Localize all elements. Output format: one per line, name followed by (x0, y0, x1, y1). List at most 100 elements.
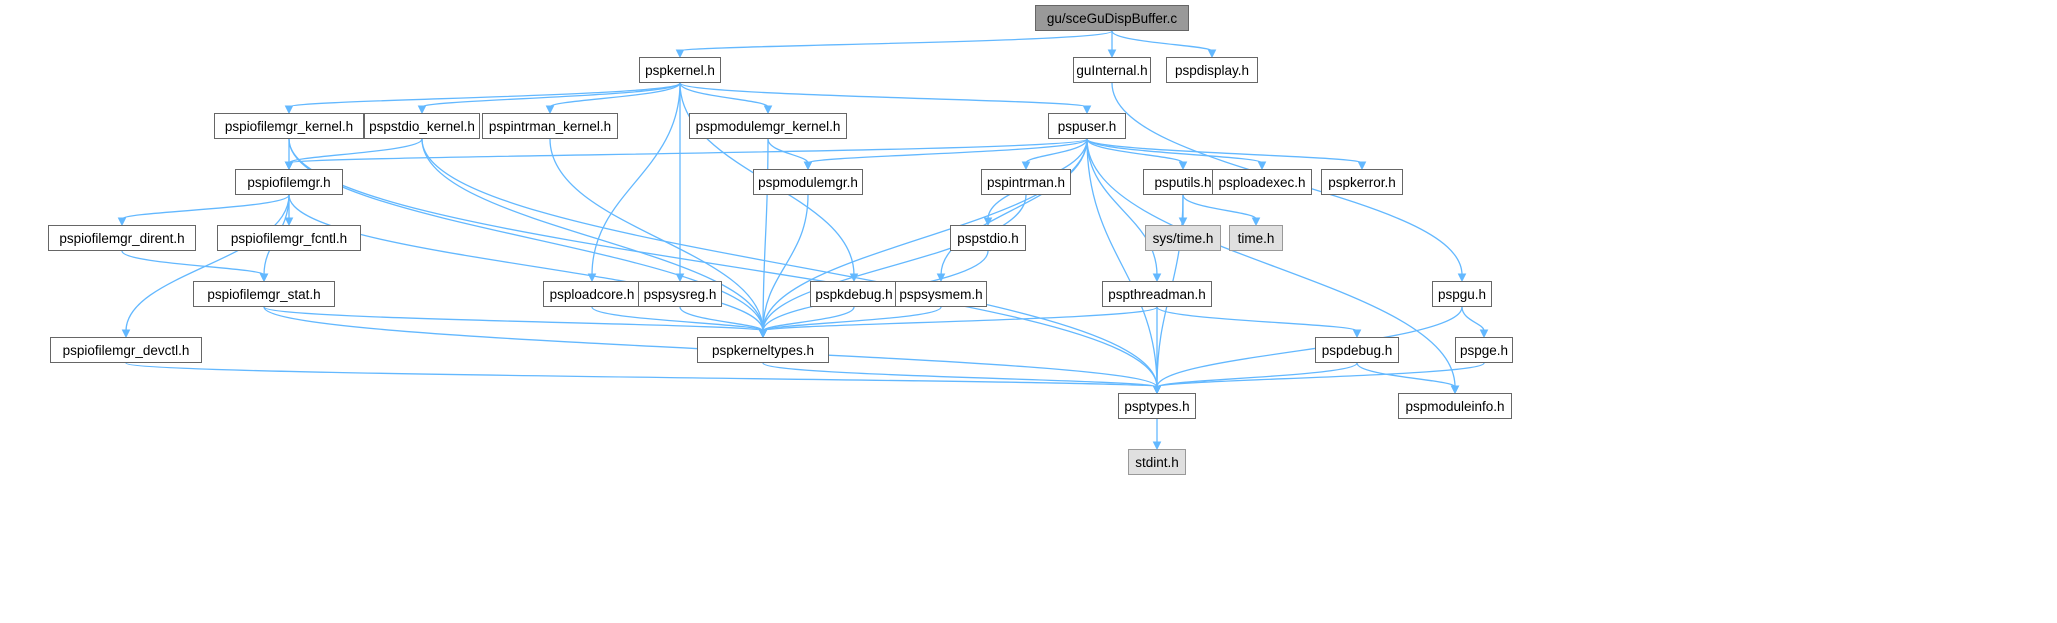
edge-line (1086, 138, 1184, 164)
edge-line (679, 82, 1088, 108)
edge-root-to-pspdisplay (1111, 30, 1217, 59)
edge-arrowhead (1352, 329, 1362, 339)
edge-arrowhead (417, 105, 427, 115)
edge-pspthreadman-to-pspdebug (1156, 306, 1362, 339)
node-pspthreadman[interactable]: pspthreadman.h (1102, 281, 1212, 307)
node-pspge[interactable]: pspge.h (1455, 337, 1513, 363)
node-pspkerneltypes[interactable]: pspkerneltypes.h (697, 337, 829, 363)
edge-arrowhead (758, 329, 768, 339)
edge-pspgu-to-psptypes (1152, 306, 1463, 395)
edge-arrowhead (763, 105, 773, 115)
edge-pspgu-to-pspge (1461, 306, 1489, 339)
edge-line (1086, 138, 1456, 388)
node-guinternal[interactable]: guInternal.h (1073, 57, 1151, 83)
node-psptypes[interactable]: psptypes.h (1118, 393, 1196, 419)
edge-line (263, 306, 764, 332)
node-pspiofilemgr[interactable]: pspiofilemgr.h (235, 169, 343, 195)
edge-pspiofilemgr-devctl-to-psptypes (125, 362, 1162, 395)
node-pspdebug[interactable]: pspdebug.h (1315, 337, 1399, 363)
edge-line (121, 194, 290, 220)
node-pspiofilemgr-fcntl[interactable]: pspiofilemgr_fcntl.h (217, 225, 361, 251)
edge-pspiofilemgr-to-pspiofilemgr-dirent (117, 194, 290, 227)
edge-line (288, 82, 681, 108)
edge-line (121, 250, 265, 276)
node-root: gu/sceGuDispBuffer.c (1035, 5, 1189, 31)
node-pspiofilemgr-devctl[interactable]: pspiofilemgr_devctl.h (50, 337, 202, 363)
edge-arrowhead (1479, 329, 1489, 339)
node-pspgu[interactable]: pspgu.h (1432, 281, 1492, 307)
edge-line (679, 306, 764, 332)
edge-arrowhead (121, 329, 131, 339)
edge-line (807, 138, 1088, 164)
edge-pspiofilemgr-to-pspiofilemgr-devctl (121, 194, 290, 339)
edge-arrowhead (1357, 161, 1367, 171)
edge-line (940, 138, 1088, 276)
edge-line (1086, 138, 1263, 164)
node-pspiofilemgr-stat[interactable]: pspiofilemgr_stat.h (193, 281, 335, 307)
edge-arrowhead (936, 273, 946, 283)
edge-arrowhead (1152, 441, 1162, 451)
edge-root-to-pspkernel (675, 30, 1113, 59)
node-psploadcore[interactable]: psploadcore.h (543, 281, 641, 307)
node-pspiofilemgr-kernel[interactable]: pspiofilemgr_kernel.h (214, 113, 364, 139)
edge-pspmodulemgr-kernel-to-pspmodulemgr (767, 138, 813, 171)
edge-arrowhead (1021, 161, 1031, 171)
node-pspstdio[interactable]: pspstdio.h (950, 225, 1026, 251)
edge-arrowhead (1082, 105, 1092, 115)
node-pspuser[interactable]: pspuser.h (1048, 113, 1126, 139)
edge-arrowhead (117, 217, 127, 227)
node-pspiofilemgr-dirent[interactable]: pspiofilemgr_dirent.h (48, 225, 196, 251)
node-pspdisplay[interactable]: pspdisplay.h (1166, 57, 1258, 83)
node-psputils[interactable]: psputils.h (1143, 169, 1223, 195)
node-psploadexec[interactable]: psploadexec.h (1212, 169, 1312, 195)
edge-line (288, 138, 1088, 164)
edge-line (1156, 362, 1358, 388)
edge-line (288, 138, 423, 164)
node-systime: sys/time.h (1145, 225, 1221, 251)
edge-pspuser-to-pspintrman (1021, 138, 1088, 171)
edge-psploadcore-to-pspkerneltypes (591, 306, 768, 339)
edge-line (1156, 362, 1485, 388)
node-pspstdio-kernel[interactable]: pspstdio_kernel.h (364, 113, 480, 139)
edge-line (762, 138, 769, 332)
node-pspkerror[interactable]: pspkerror.h (1321, 169, 1403, 195)
edge-arrowhead (545, 105, 555, 115)
node-pspsysmem[interactable]: pspsysmem.h (895, 281, 987, 307)
node-pspmodulemgr-kernel[interactable]: pspmodulemgr_kernel.h (689, 113, 847, 139)
edge-line (591, 306, 764, 332)
edge-line (767, 138, 809, 164)
node-pspsysreg[interactable]: pspsysreg.h (638, 281, 722, 307)
edge-pspthreadman-to-pspkerneltypes (758, 306, 1158, 339)
edge-arrowhead (1450, 385, 1460, 395)
edge-pspge-to-psptypes (1152, 362, 1485, 395)
edge-line (1461, 306, 1485, 332)
edge-pspuser-to-psploadexec (1086, 138, 1267, 171)
edge-line (762, 306, 1158, 332)
edge-arrowhead (1178, 161, 1188, 171)
edge-arrowhead (1457, 273, 1467, 283)
edge-pspuser-to-pspsysmem (936, 138, 1088, 283)
edge-psputils-to-time (1182, 194, 1261, 227)
edge-line (679, 82, 769, 108)
edge-line (1111, 30, 1213, 52)
node-pspintrman[interactable]: pspintrman.h (981, 169, 1071, 195)
node-pspmodulemgr[interactable]: pspmodulemgr.h (753, 169, 863, 195)
edge-line (125, 362, 1158, 388)
edge-line (1086, 138, 1158, 388)
edge-pspuser-to-psputils (1086, 138, 1188, 171)
edge-pspdebug-to-psptypes (1152, 362, 1358, 395)
edge-arrowhead (1152, 273, 1162, 283)
edge-line (421, 138, 1158, 388)
edge-line (1356, 362, 1456, 388)
node-pspmoduleinfo[interactable]: pspmoduleinfo.h (1398, 393, 1512, 419)
edge-pspkernel-to-pspmodulemgr-kernel (679, 82, 773, 115)
edge-line (549, 82, 681, 108)
node-pspkdebug[interactable]: pspkdebug.h (810, 281, 898, 307)
edge-pspkernel-to-pspstdio-kernel (417, 82, 681, 115)
edge-arrowhead (259, 273, 269, 283)
edge-arrowhead (1152, 385, 1162, 395)
node-pspkernel[interactable]: pspkernel.h (639, 57, 721, 83)
node-pspintrman-kernel[interactable]: pspintrman_kernel.h (482, 113, 618, 139)
